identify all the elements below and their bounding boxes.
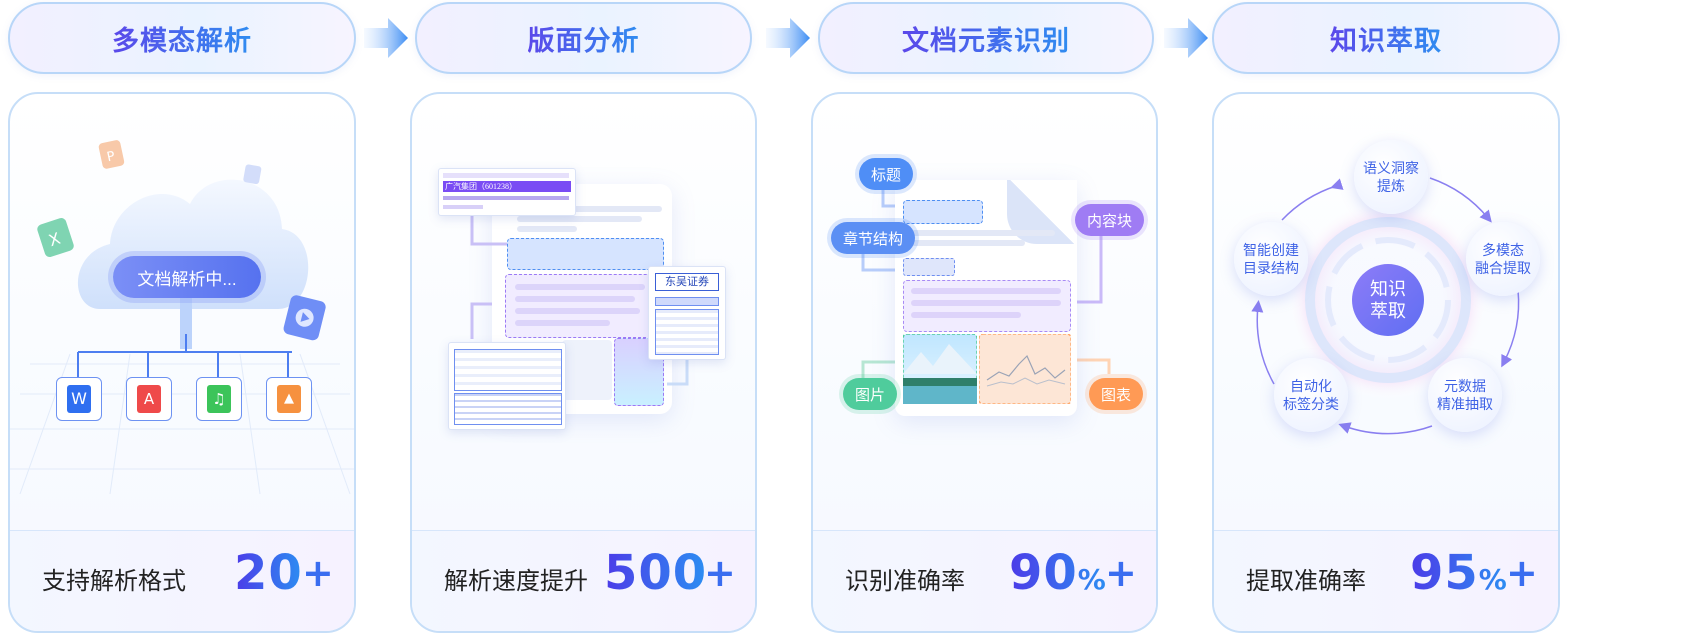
table-snippet-card: [448, 342, 566, 430]
section-block: [903, 258, 955, 276]
logo-snippet-card: 东吴证券: [648, 266, 726, 360]
tag-content: 内容块: [1075, 204, 1145, 236]
metric-plus: +: [302, 551, 334, 595]
title-block: [903, 200, 983, 224]
metric-plus: +: [704, 551, 736, 595]
file-icon: [243, 164, 262, 185]
metric-label: 提取准确率: [1246, 568, 1366, 595]
card-4-footer: 提取准确率 95% +: [1214, 530, 1558, 631]
card-2-footer: 解析速度提升 500 +: [412, 530, 755, 631]
step-3-pill: 文档元素识别: [818, 2, 1154, 74]
step-4-title: 知识萃取: [1330, 19, 1442, 58]
text-snippet-card: 广汽集团（601238）: [438, 168, 576, 216]
extraction-rings: [1251, 177, 1520, 435]
parsing-status-text: 文档解析中...: [137, 269, 237, 289]
chart-image: [979, 334, 1071, 404]
step-4-pill: 知识萃取: [1212, 2, 1560, 74]
metric-value: 20: [234, 545, 303, 601]
landscape-image: [903, 334, 977, 404]
arrow-right-icon: [364, 18, 408, 58]
card-multimodal-parsing: P X 文档解析中... W A ♫ ▲ 支持解析格式 20 +: [8, 92, 356, 633]
metric-plus: +: [1105, 551, 1137, 595]
video-icon: [283, 295, 326, 341]
node-directory-structure: 智能创建目录结构: [1234, 222, 1308, 296]
metric-value: 500: [604, 545, 708, 601]
card-3-footer: 识别准确率 90% +: [813, 530, 1156, 631]
word-icon: W: [56, 377, 102, 421]
metric-label: 解析速度提升: [444, 568, 588, 595]
tag-chart: 图表: [1089, 378, 1144, 410]
card-1-footer: 支持解析格式 20 +: [10, 530, 354, 631]
card-element-recognition: 标题 章节结构 内容块 图片 图表 识别准确率 90% +: [811, 92, 1158, 633]
step-1-pill: 多模态解析: [8, 2, 356, 74]
metric-plus: +: [1506, 551, 1538, 595]
step-3-title: 文档元素识别: [902, 19, 1070, 58]
excel-icon: X: [37, 218, 74, 258]
tag-image: 图片: [843, 378, 898, 410]
card-knowledge-extraction: 知识萃取 语义洞察提炼 多模态融合提取 元数据精准抽取 自动化标签分类 智能创建…: [1212, 92, 1560, 633]
center-label: 知识萃取: [1370, 279, 1406, 321]
metric-label: 支持解析格式: [42, 568, 186, 595]
layout-block: [507, 238, 664, 270]
music-icon: ♫: [196, 377, 242, 421]
metric-value: 95%: [1410, 545, 1508, 601]
step-1-title: 多模态解析: [112, 19, 252, 58]
parsing-status-button: 文档解析中...: [113, 256, 261, 298]
metric-label: 识别准确率: [845, 568, 965, 595]
logo-text: 东吴证券: [665, 276, 709, 288]
step-2-pill: 版面分析: [415, 2, 752, 74]
arrow-right-icon: [1164, 18, 1208, 58]
step-2-title: 版面分析: [528, 19, 640, 58]
tag-title: 标题: [859, 158, 914, 190]
pdf-icon: P: [98, 140, 125, 169]
node-multimodal-fusion: 多模态融合提取: [1466, 222, 1540, 296]
pdf-icon: A: [126, 377, 172, 421]
layout-block: [562, 340, 612, 400]
node-auto-tagging: 自动化标签分类: [1274, 358, 1348, 432]
svg-text:P: P: [106, 149, 117, 165]
arrow-right-icon: [766, 18, 810, 58]
cloud-illustration: P X: [10, 140, 354, 495]
tag-section: 章节结构: [831, 222, 916, 254]
snippet-highlight: 广汽集团（601238）: [443, 181, 571, 192]
image-icon: ▲: [266, 377, 312, 421]
card-layout-analysis: 广汽集团（601238） 东吴证券 解析速度提升 500 +: [410, 92, 757, 633]
node-metadata-extraction: 元数据精准抽取: [1428, 358, 1502, 432]
node-semantic-insight: 语义洞察提炼: [1354, 140, 1428, 214]
metric-value: 90%: [1009, 545, 1107, 601]
